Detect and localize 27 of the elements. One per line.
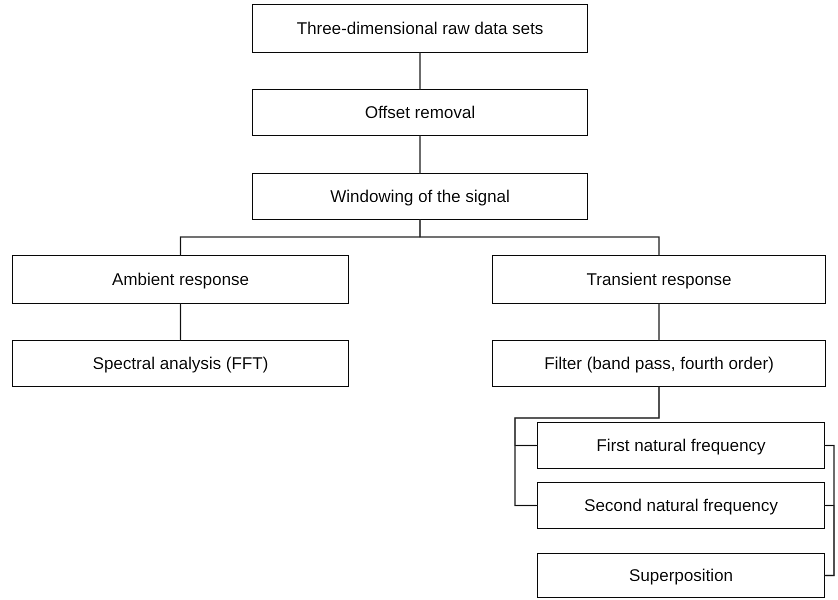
connector-line: [419, 53, 421, 89]
connector-line: [419, 136, 421, 173]
box-label: Spectral analysis (FFT): [92, 354, 268, 374]
box-label: Transient response: [586, 270, 732, 290]
process-box: [537, 422, 825, 469]
box-label: Three-dimensional raw data sets: [296, 18, 544, 38]
box-label: Offset removal: [364, 102, 476, 122]
connector-line: [180, 304, 182, 340]
box-label: Second natural frequency: [584, 496, 778, 516]
connector-line: [658, 304, 660, 340]
process-box: [12, 340, 349, 387]
connector-line: [514, 387, 660, 506]
connector-line: [825, 504, 835, 576]
box-label: Windowing of the signal: [330, 186, 510, 206]
connector-line: [419, 220, 660, 255]
process-box: [252, 173, 588, 220]
process-box: [252, 4, 588, 53]
process-box: [12, 255, 349, 304]
process-box: [537, 553, 825, 598]
box-label: Filter (band pass, fourth order): [544, 354, 774, 374]
process-box: [492, 340, 826, 387]
box-label: Superposition: [629, 566, 733, 586]
box-label: First natural frequency: [596, 436, 766, 456]
box-label: Ambient response: [112, 270, 250, 290]
process-box: [537, 482, 825, 529]
process-box: [492, 255, 826, 304]
process-box: [252, 89, 588, 136]
